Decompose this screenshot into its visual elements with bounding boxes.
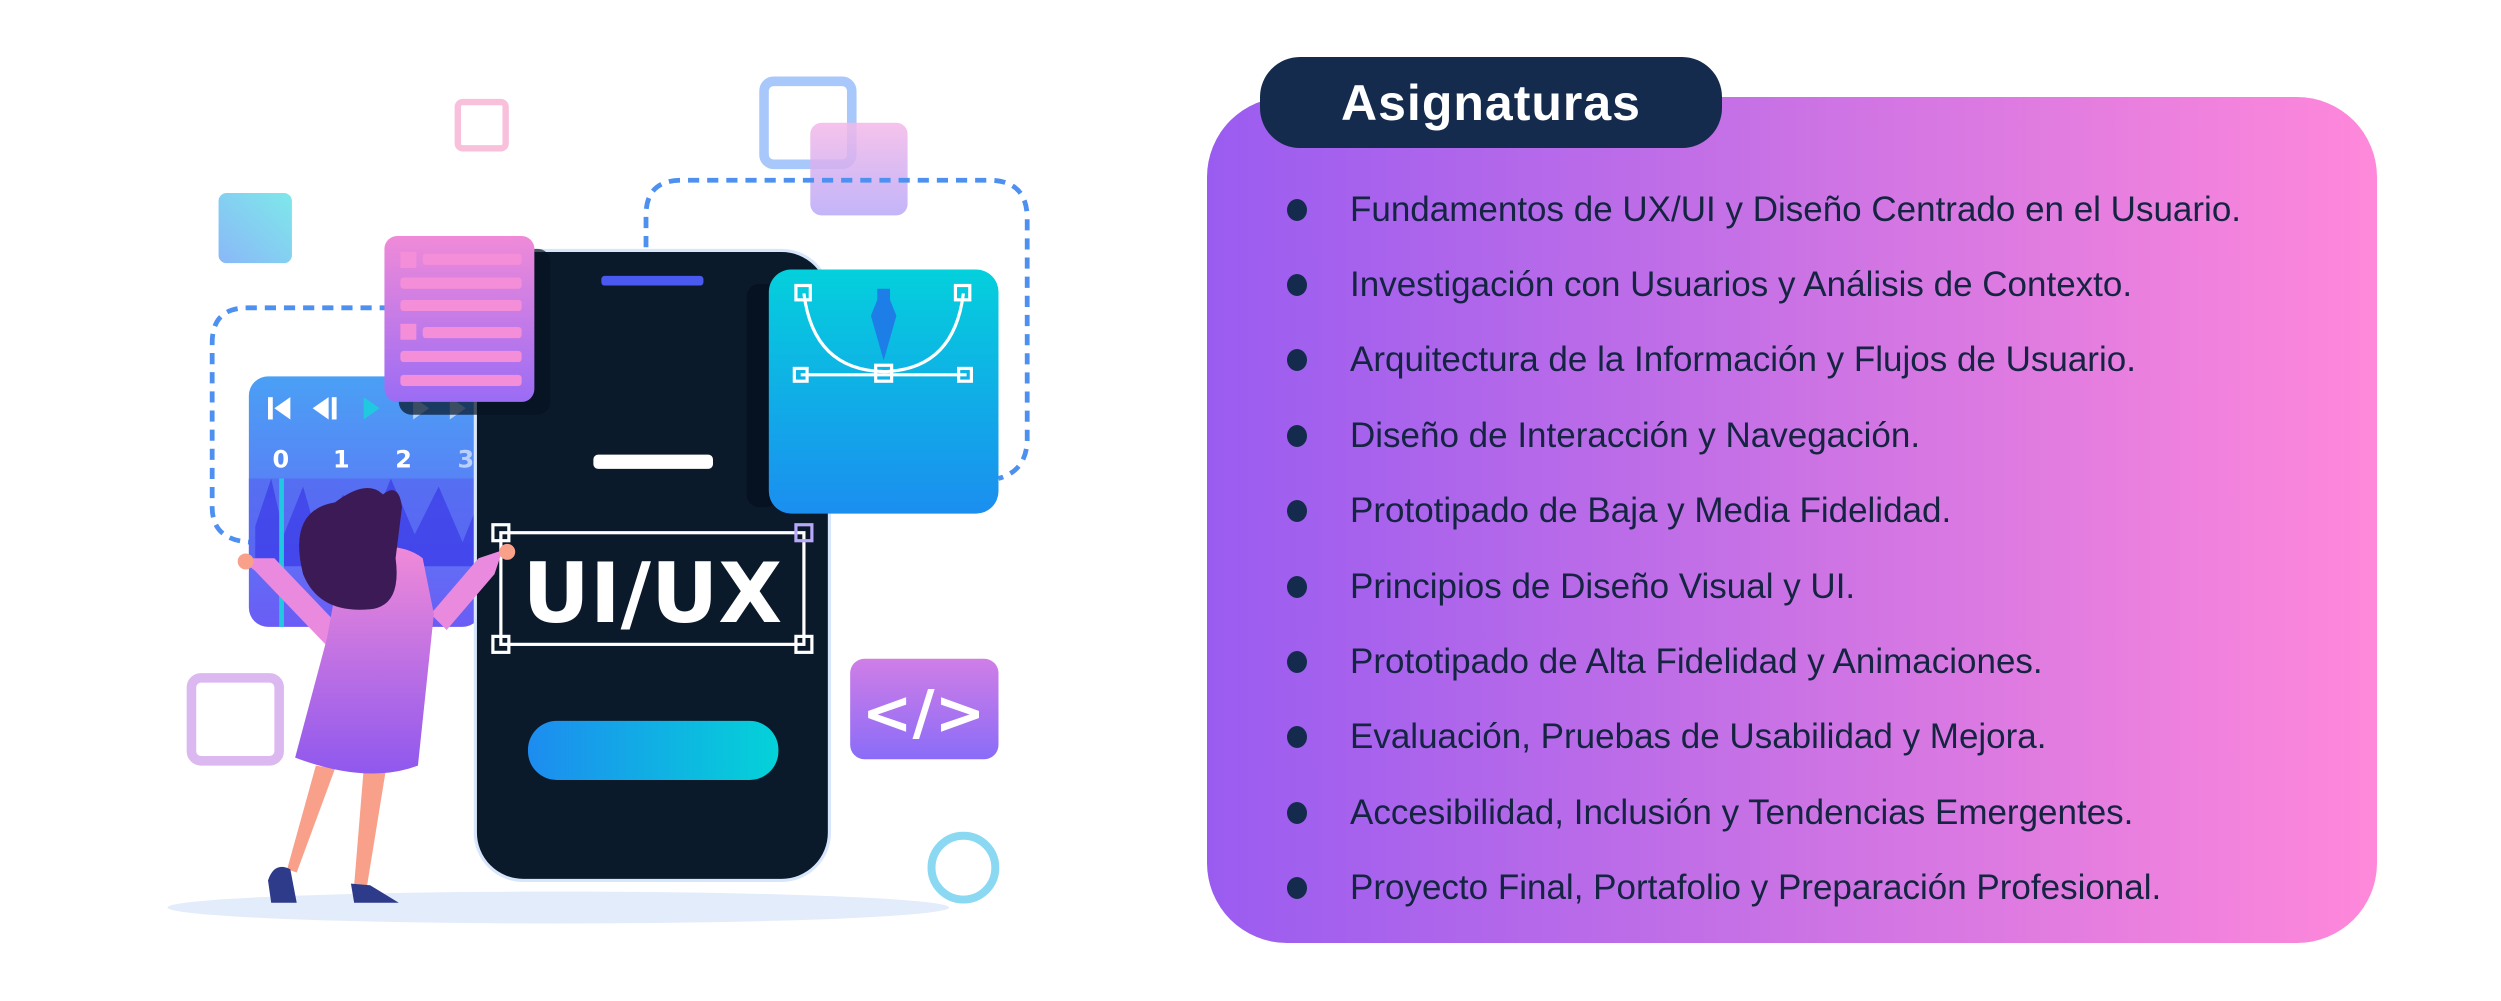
bullet-icon: [1287, 801, 1307, 824]
pen-tool-card: [768, 269, 999, 514]
bullet-icon: [1287, 575, 1307, 598]
bullet-icon: [1287, 651, 1307, 674]
dashed-connector-right: [643, 177, 1030, 481]
code-card: [850, 658, 999, 760]
dashed-connector-left: [209, 305, 391, 545]
subject-label: Prototipado de Alta Fidelidad y Animacio…: [1350, 642, 2043, 682]
deco-square-pink: [454, 98, 509, 152]
subjects-list: Fundamentos de UX/UI y Diseño Centrado e…: [1287, 172, 2241, 926]
list-item: Principios de Diseño Visual y UI.: [1287, 549, 2241, 624]
list-item: Diseño de Interacción y Navegación.: [1287, 398, 2241, 473]
list-item: Investigación con Usuarios y Análisis de…: [1287, 247, 2241, 322]
deco-square-outline: [186, 673, 284, 766]
subject-label: Fundamentos de UX/UI y Diseño Centrado e…: [1350, 189, 2242, 229]
timeline-number: 2: [395, 445, 412, 473]
subject-label: Proyecto Final, Portafolio y Preparación…: [1350, 868, 2162, 908]
deco-ring: [927, 831, 1000, 904]
list-item: Accesibilidad, Inclusión y Tendencias Em…: [1287, 775, 2241, 850]
subject-label: Accesibilidad, Inclusión y Tendencias Em…: [1350, 792, 2134, 832]
bullet-icon: [1287, 349, 1307, 372]
list-item: Prototipado de Alta Fidelidad y Animacio…: [1287, 624, 2241, 699]
subject-label: Investigación con Usuarios y Análisis de…: [1350, 265, 2133, 305]
list-item: Fundamentos de UX/UI y Diseño Centrado e…: [1287, 172, 2241, 247]
list-item: Arquitectura de la Información y Flujos …: [1287, 323, 2241, 398]
woman-figure: [237, 488, 516, 903]
bullet-icon: [1287, 500, 1307, 523]
subject-label: Principios de Diseño Visual y UI.: [1350, 566, 1856, 606]
bullet-icon: [1287, 726, 1307, 749]
bullet-icon: [1287, 424, 1307, 447]
subjects-title: Asignaturas: [1260, 57, 1722, 148]
screen-label: UI/UX: [523, 545, 783, 642]
selection-frame: [491, 523, 814, 654]
list-item: Evaluación, Pruebas de Usabilidad y Mejo…: [1287, 700, 2241, 775]
phone-text-line: [593, 454, 713, 469]
list-item: Proyecto Final, Portafolio y Preparación…: [1287, 851, 2241, 926]
bullet-icon: [1287, 877, 1307, 900]
timeline-number: 3: [457, 445, 474, 473]
bullet-icon: [1287, 274, 1307, 297]
bullet-icon: [1287, 198, 1307, 221]
phone-button: [527, 720, 779, 780]
phone-speaker: [601, 275, 704, 286]
subject-label: Prototipado de Baja y Media Fidelidad.: [1350, 491, 1952, 531]
subjects-panel: [1207, 97, 2377, 943]
list-item: Prototipado de Baja y Media Fidelidad.: [1287, 474, 2241, 549]
deco-square-purple: [810, 122, 908, 216]
timeline-number: 1: [333, 445, 350, 473]
subject-label: Evaluación, Pruebas de Usabilidad y Mejo…: [1350, 717, 2047, 757]
subject-label: Arquitectura de la Información y Flujos …: [1350, 340, 2136, 380]
code-icon: </>: [862, 679, 986, 749]
subject-label: Diseño de Interacción y Navegación.: [1350, 415, 1921, 455]
deco-square-teal: [218, 192, 292, 264]
timeline-number: 0: [272, 445, 289, 473]
pen-tool-icon: [792, 283, 973, 383]
